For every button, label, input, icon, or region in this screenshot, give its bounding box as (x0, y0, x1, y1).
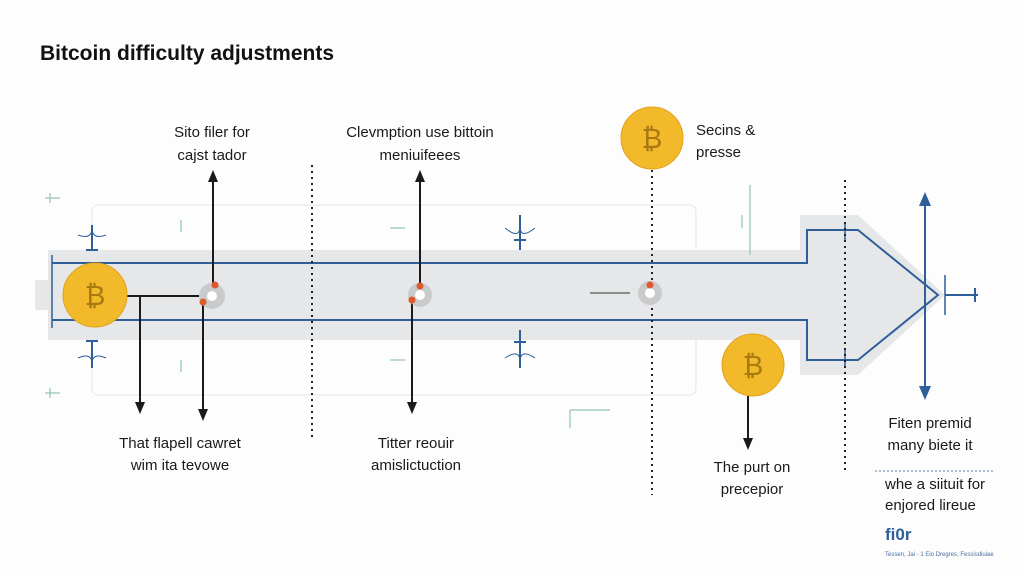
svg-text:That flapell cawret: That flapell cawret (119, 435, 242, 452)
svg-text:cajst tador: cajst tador (177, 147, 246, 164)
faint-marks (45, 185, 751, 428)
svg-text:Titter reouir: Titter reouir (378, 435, 454, 452)
svg-text:Sito filer for: Sito filer for (174, 124, 250, 141)
svg-text:whe a siituit for: whe a siituit for (884, 476, 985, 493)
bitcoin-coin-icon: ₿ (721, 333, 785, 397)
logo-caption: Tessen, Jai - 1 Eio Dregres, Fessisdiuia… (885, 552, 994, 558)
label-bottom-2: Titter reouir amislictuction (371, 435, 461, 474)
label-right-2: whe a siituit for enjored lireue (884, 476, 985, 514)
page-title: Bitcoin difficulty adjustments (40, 42, 334, 65)
arrow-up-icon (919, 192, 931, 206)
blue-markers (77, 200, 926, 392)
arrow-down-icon (919, 386, 931, 400)
svg-text:presse: presse (696, 144, 741, 161)
svg-text:precepior: precepior (721, 481, 784, 498)
svg-text:meniuifeees: meniuifeees (380, 147, 461, 164)
svg-text:Secins &: Secins & (696, 122, 755, 139)
svg-text:Fiten premid: Fiten premid (888, 415, 971, 432)
node (638, 281, 662, 305)
bitcoin-coin-icon: ₿ (620, 106, 684, 170)
label-top-3: Secins & presse (696, 122, 755, 161)
label-right-1: Fiten premid many biete it (887, 415, 973, 454)
node (408, 282, 432, 307)
label-top-1: Sito filer for cajst tador (174, 124, 250, 164)
svg-text:₿: ₿ (743, 350, 764, 381)
svg-text:enjored lireue: enjored lireue (885, 497, 976, 514)
arrowheads (135, 170, 753, 450)
node (199, 281, 225, 309)
svg-text:wim ita tevowe: wim ita tevowe (130, 457, 229, 474)
svg-text:amislictuction: amislictuction (371, 457, 461, 474)
bitcoin-coin-icon: ₿ (62, 262, 128, 328)
progress-arrow-band (35, 215, 978, 375)
svg-text:Clevmption use bittoin: Clevmption use bittoin (346, 124, 494, 141)
logo-text: fi0r (885, 525, 912, 544)
label-bottom-3: The purt on precepior (714, 459, 791, 498)
label-bottom-1: That flapell cawret wim ita tevowe (119, 435, 242, 474)
svg-text:₿: ₿ (85, 280, 106, 311)
dotted-dividers (311, 165, 846, 495)
svg-text:The purt on: The purt on (714, 459, 791, 476)
svg-text:many biete it: many biete it (887, 437, 973, 454)
svg-text:₿: ₿ (642, 123, 663, 154)
label-top-2: Clevmption use bittoin meniuifeees (346, 124, 494, 164)
